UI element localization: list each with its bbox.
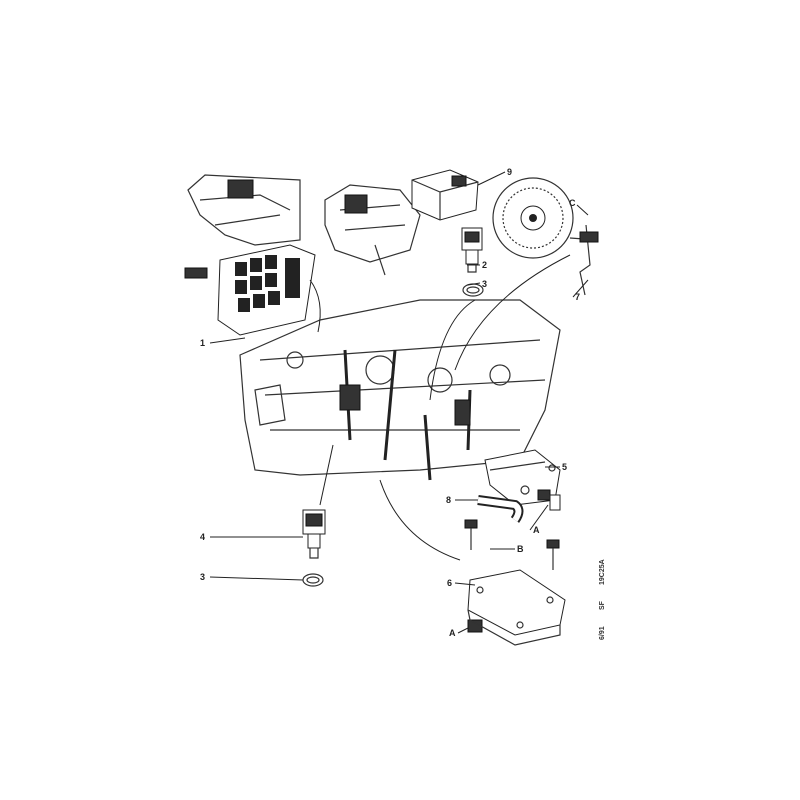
callout-4: 4 xyxy=(200,532,205,542)
callout-b: B xyxy=(517,544,524,554)
drawing-reference: 6/91 SF 19C25A xyxy=(599,559,606,640)
callout-3-lower: 3 xyxy=(200,572,205,582)
engine-bay-illustration xyxy=(239,299,561,481)
callout-9: 9 xyxy=(507,167,512,177)
callout-1: 1 xyxy=(200,338,205,348)
leader-curves xyxy=(309,254,571,561)
callout-c: C xyxy=(569,198,576,208)
callout-6: 6 xyxy=(447,578,452,588)
relay-illustration xyxy=(324,169,479,276)
callout-leaders xyxy=(209,171,589,634)
map-sensor-illustration xyxy=(484,449,561,511)
bolts-illustration xyxy=(464,519,560,633)
callout-2: 2 xyxy=(482,260,487,270)
temp-sensor-upper xyxy=(461,227,484,297)
callout-a-lower: A xyxy=(449,628,456,638)
reference-code: SF xyxy=(599,600,606,610)
callout-a-upper: A xyxy=(533,525,540,535)
reference-date: 6/91 xyxy=(599,626,606,640)
ecu-illustration xyxy=(184,174,316,336)
callout-7: 7 xyxy=(575,292,580,302)
bracket-illustration xyxy=(467,569,566,646)
callout-5: 5 xyxy=(562,462,567,472)
reference-drawing-id: 19C25A xyxy=(599,559,606,585)
vacuum-hose-illustration xyxy=(477,495,524,523)
temp-sensor-lower xyxy=(302,509,326,587)
callout-8: 8 xyxy=(446,495,451,505)
flywheel-illustration xyxy=(492,177,599,296)
callout-3-upper: 3 xyxy=(482,279,487,289)
